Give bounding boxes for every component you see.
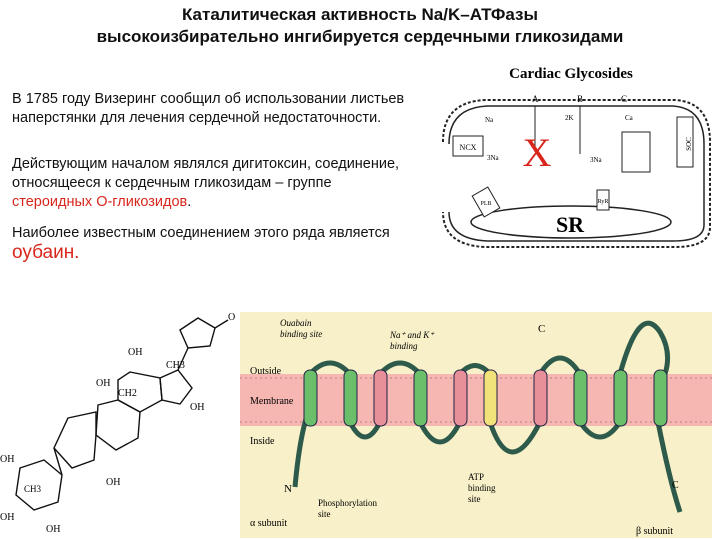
soc-label: SOC — [685, 137, 693, 151]
title-line-1: Каталитическая активность Na/K–АТФазы — [181, 5, 539, 24]
carbonyl-bond — [214, 319, 229, 329]
paragraph-2-text: Действующим началом являлся дигитоксин, … — [12, 156, 400, 191]
helix-m1 — [303, 369, 318, 427]
paragraph-1: В 1785 году Визеринг сообщил об использо… — [12, 91, 405, 126]
label-oh-7: OH — [46, 524, 60, 535]
lactone-ring — [179, 317, 216, 349]
membrane-band — [240, 374, 712, 426]
label-nak-binding-2: binding — [390, 341, 418, 351]
label-outside: Outside — [250, 366, 282, 377]
ncx-label: NCX — [460, 143, 477, 152]
label-c-term-beta: C — [672, 480, 679, 491]
label-ch3: CH3 — [166, 360, 185, 371]
ryr-channel — [596, 189, 610, 211]
label-ouabain-site-2: binding site — [280, 329, 322, 339]
label-3na-b: 3Na — [590, 156, 603, 164]
helix-beta — [653, 369, 668, 427]
label-inside: Inside — [250, 436, 275, 447]
sr-label: SR — [556, 212, 585, 237]
helix-m5 — [453, 369, 468, 427]
beta-subunit-chain — [655, 421, 683, 513]
paragraph-2: Действующим началом являлся дигитоксин, … — [12, 155, 412, 212]
atpase-pump — [621, 131, 651, 173]
label-a: A — [532, 94, 539, 104]
helix-m9 — [613, 369, 628, 427]
label-b: B — [577, 94, 583, 104]
label-oh-3: OH — [190, 402, 204, 413]
slide-title: Каталитическая активность Na/K–АТФазы вы… — [0, 4, 720, 48]
label-alpha: α subunit — [250, 518, 287, 529]
cardiac-glycosides-diagram: Cardiac Glycosides NCX SOC A B C 2K Na 3… — [442, 66, 711, 248]
ncx-exchanger — [452, 135, 484, 157]
glycosidic-bond — [53, 447, 63, 476]
label-c: C — [621, 94, 627, 104]
label-phos-site: Phosphorylation — [318, 498, 378, 508]
label-nak-binding: Na⁺ and K⁺ — [389, 330, 435, 340]
label-atp-site: ATP — [468, 472, 484, 482]
paragraph-3: Наиболее известным соединением этого ряд… — [12, 224, 412, 264]
sugar-ring — [15, 459, 63, 511]
label-n-term: N — [284, 483, 292, 495]
label-oh-6: OH — [0, 512, 14, 523]
label-membrane: Membrane — [250, 396, 294, 407]
label-oh-1: OH — [128, 347, 142, 358]
helix-m2 — [343, 369, 358, 427]
helix-m7 — [533, 369, 548, 427]
label-beta: β subunit — [636, 526, 673, 537]
helix-m6 — [483, 369, 498, 427]
label-atp-site-2: binding — [468, 483, 496, 493]
label-ouabain-site: Ouabain — [280, 318, 312, 328]
b-ring — [95, 399, 141, 451]
ouabain-structure: O OH CH3 OH CH2 OH OH OH CH3 OH OH — [0, 312, 235, 535]
plb-protein — [471, 186, 501, 218]
na-k-atpase-topology: Outside Membrane Inside Ouabain binding … — [240, 312, 712, 538]
cardiac-glycosides-title: Cardiac Glycosides — [509, 66, 633, 82]
label-o: O — [228, 312, 235, 323]
alpha-subunit-chain — [292, 320, 671, 488]
ryr-label: RyR — [598, 199, 609, 205]
label-oh-2: OH — [96, 378, 110, 389]
lipid-heads — [240, 377, 712, 423]
title-line-2: высокоизбирательно ингибируется сердечны… — [96, 27, 624, 46]
lactone-link — [177, 347, 189, 371]
d-ring — [159, 369, 193, 405]
helix-m8 — [573, 369, 588, 427]
ouabain-term: оубаин. — [12, 242, 80, 263]
cell-membrane-inner — [448, 105, 705, 242]
soc-channel — [676, 116, 694, 168]
label-phos-site-2: site — [318, 509, 331, 519]
label-c-term: C — [538, 323, 545, 335]
label-oh-4: OH — [106, 477, 120, 488]
helix-m3 — [373, 369, 388, 427]
steroid-o-glycosides-term: стероидных О-гликозидов — [12, 194, 188, 210]
inhibition-x-mark: X — [523, 130, 552, 175]
label-2k: 2K — [565, 114, 574, 122]
label-ca: Ca — [625, 114, 634, 122]
a-ring — [53, 411, 97, 469]
label-ch2: CH2 — [118, 388, 137, 399]
label-3na: 3Na — [487, 154, 500, 162]
paragraph-3-text: Наиболее известным соединением этого ряд… — [12, 225, 390, 241]
label-atp-site-3: site — [468, 494, 481, 504]
helix-m4 — [413, 369, 428, 427]
label-na: Na — [485, 116, 494, 124]
label-ch3-sugar: CH3 — [24, 484, 42, 494]
sarcoplasmic-reticulum — [470, 205, 672, 239]
label-oh-5: OH — [0, 454, 14, 465]
plb-label: PLB — [480, 201, 491, 207]
paragraph-2-end: . — [187, 194, 192, 210]
